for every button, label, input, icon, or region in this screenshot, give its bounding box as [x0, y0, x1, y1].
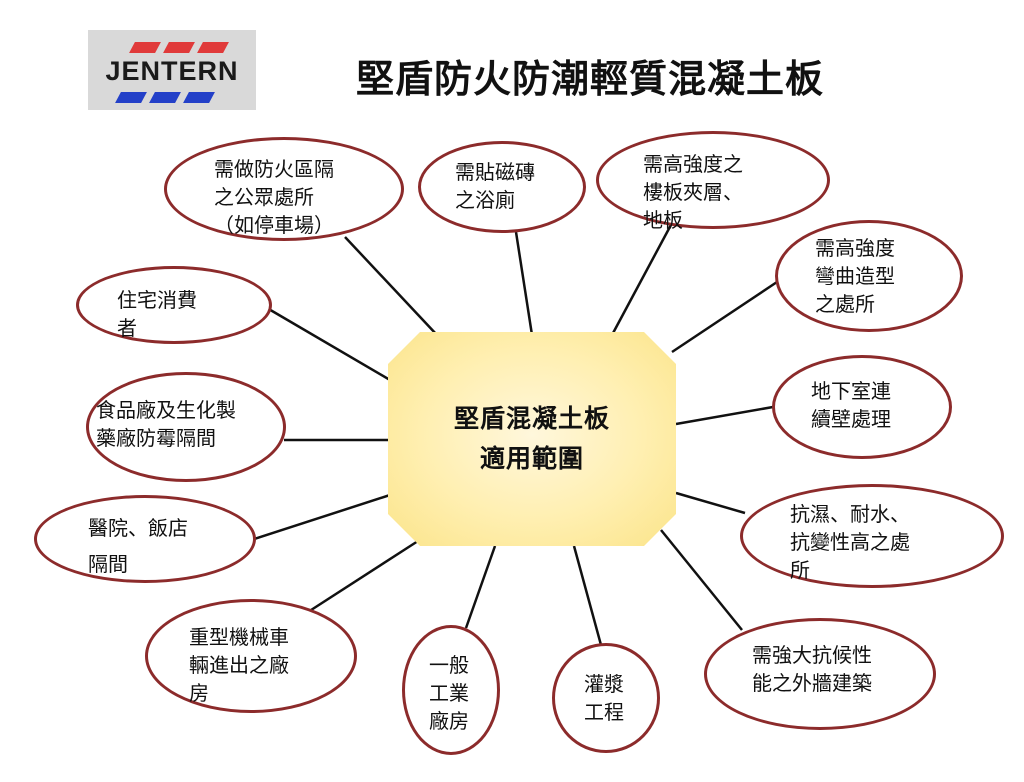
connector-line: [572, 545, 603, 646]
node-general-factory-label: 一般 工業 廠房: [429, 653, 469, 733]
node-moisture-resistant-label: 抗濕、耐水、 抗變性高之處 所: [790, 502, 910, 582]
center-title-line1: 堅盾混凝土板: [453, 404, 610, 433]
node-tiled-bathroom: [418, 141, 586, 233]
node-hospital-hotel: [34, 495, 256, 583]
node-general-factory: [402, 625, 500, 755]
node-mezzanine-floor-label: 需高強度之 樓板夾層、 地板: [643, 152, 743, 232]
node-grouting: [552, 643, 660, 753]
jentern-logo: JENTERN: [88, 30, 256, 110]
node-residential-label: 住宅消費 者: [117, 288, 197, 340]
node-grouting-label: 灌漿 工程: [584, 672, 624, 724]
connector-line: [266, 306, 391, 382]
node-public-fire-zone: [164, 137, 404, 241]
node-hospital-hotel-label: 醫院、飯店 隔間: [88, 516, 188, 576]
node-public-fire-zone-label: 需做防火區隔 之公眾處所 （如停車場）: [214, 157, 334, 237]
node-basement-wall-label: 地下室連 續壁處理: [811, 379, 891, 431]
node-food-biotech-label: 食品廠及生化製 藥廠防霉隔間: [96, 398, 236, 450]
connector-line: [610, 222, 674, 336]
page-title: 堅盾防火防潮輕質混凝土板: [356, 57, 825, 101]
connector-line: [464, 545, 497, 629]
node-mezzanine-floor: [596, 131, 830, 229]
connector-line: [250, 493, 391, 542]
connector-line: [675, 491, 746, 515]
node-heavy-vehicle-plant: [145, 599, 357, 713]
connector-line: [671, 278, 781, 354]
node-exterior-walls-label: 需強大抗候性 能之外牆建築: [752, 643, 872, 695]
connector-line: [344, 236, 438, 336]
node-basement-wall: [772, 355, 952, 459]
node-residential: [76, 266, 272, 344]
node-heavy-vehicle-plant-label: 重型機械車 輛進出之廠 房: [189, 625, 289, 705]
connector-line: [307, 539, 419, 614]
logo-text: JENTERN: [105, 56, 239, 86]
center-title-line2: 適用範圍: [479, 444, 584, 473]
center-node: 堅盾混凝土板 適用範圍: [388, 332, 676, 546]
node-curved-shapes-label: 需高強度 彎曲造型 之處所: [815, 236, 895, 316]
node-exterior-walls: [704, 618, 936, 730]
node-moisture-resistant: [740, 484, 1004, 588]
connector-line: [514, 231, 534, 336]
node-tiled-bathroom-label: 需貼磁磚 之浴廁: [455, 160, 535, 212]
connector-line: [675, 405, 774, 426]
node-curved-shapes: [775, 220, 963, 332]
node-food-biotech: [86, 372, 286, 482]
connector-line: [660, 529, 743, 631]
